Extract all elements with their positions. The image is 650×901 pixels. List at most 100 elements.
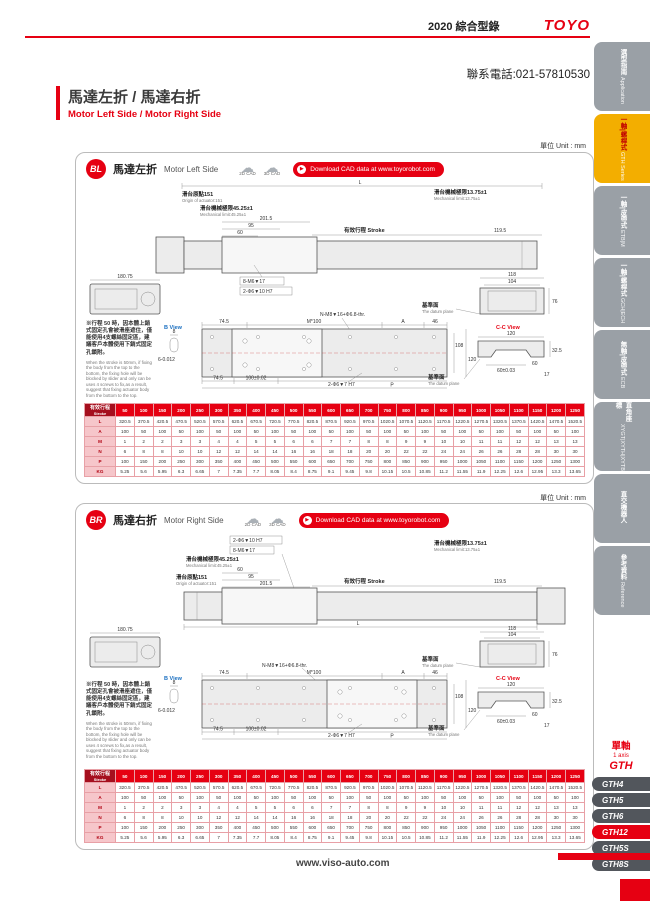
table-cell: 450 <box>246 822 266 833</box>
model-nav-item[interactable]: GTH5 <box>592 793 650 808</box>
table-cell: 50 <box>283 426 304 437</box>
model-nav-item[interactable]: GTH8S <box>592 857 650 872</box>
stroke-col-header: 300 <box>208 769 229 783</box>
dim-95: 95 <box>248 574 254 580</box>
dim-m100: M*100 <box>307 319 322 325</box>
download-cad-button[interactable]: ▶ Download CAD data at www.toyorobot.com <box>298 512 450 528</box>
sidebar-tab[interactable]: 一軸|螺桿式 GCH|ECH <box>594 258 650 327</box>
table-cell: 50 <box>133 792 154 803</box>
table-cell: 18 <box>321 446 341 457</box>
table-cell: 2 <box>133 436 154 447</box>
sidebar-tab[interactable]: 一軸|螺桿式 GTH Series <box>594 114 650 183</box>
sidebar-tab[interactable]: 直角座標 XYGT|XYTH|XYTB <box>594 402 650 471</box>
table-cell: 1020.5 <box>377 416 398 427</box>
stroke-col-header: 900 <box>433 769 454 783</box>
cad-2d-label: 2D CAD <box>239 171 256 177</box>
table-cell: 50 <box>208 792 229 803</box>
cad-3d-label: 3D CAD <box>263 171 281 177</box>
table-cell: 820.5 <box>302 782 323 793</box>
callout-m6: 8-M6▼17 <box>233 548 255 554</box>
sidebar-tab[interactable]: 一軸|皮帶式 ETB|M <box>594 186 650 255</box>
table-cell: 1370.5 <box>508 782 529 793</box>
panel-title-zh: 馬達左折 <box>113 164 157 176</box>
stroke-col-header: 900 <box>433 403 454 417</box>
page-title-zh: 馬達左折 / 馬達右折 <box>68 89 201 106</box>
table-cell: 22 <box>415 812 435 823</box>
table-cell: 50 <box>433 792 454 803</box>
callout-dowel-bottom: 2-Φ6▼7 H7 <box>328 733 355 739</box>
sidebar-tab[interactable]: 參考資料 Reference <box>594 546 650 615</box>
sidebar-tab[interactable]: 直交機器人 <box>594 474 650 543</box>
sidebar-tab[interactable]: 選型指南 Application <box>594 42 650 111</box>
table-cell: 7 <box>208 466 229 477</box>
stroke-col-header: 650 <box>340 769 360 783</box>
table-cell: 1170.5 <box>433 416 454 427</box>
table-cell: 6 <box>283 436 304 447</box>
table-cell: 8 <box>133 446 154 457</box>
table-cell: 1420.5 <box>527 782 548 793</box>
table-cell: 100 <box>490 426 510 437</box>
cad-3d-button[interactable]: ☁ 3D CAD <box>264 161 281 177</box>
model-label: GTH6 <box>602 811 624 821</box>
note-zh: ※行程 50 時，因本體上銷式固定孔會被滑座遮住，僅能使用4支螺絲固定區，建議客… <box>86 682 153 717</box>
cad-2d-button[interactable]: ☁ 2D CAD <box>245 512 262 528</box>
cad-3d-button[interactable]: ☁ 3D CAD <box>269 512 286 528</box>
table-cell: 770.5 <box>283 782 304 793</box>
unit-label-br: 單位 Unit : mm <box>540 495 586 502</box>
table-cell: 900 <box>415 456 435 467</box>
model-nav-item[interactable]: GTH5S <box>592 841 650 856</box>
mech-limit-left-zh: 滑台機械極限45.25±1 <box>186 555 239 563</box>
download-cad-button[interactable]: ▶ Download CAD data at www.toyorobot.com <box>293 161 444 177</box>
table-cell: 28 <box>508 812 529 823</box>
sidebar-tab[interactable]: 無軸|皮帶式 ECB <box>594 330 650 399</box>
table-cell: 9 <box>415 436 435 447</box>
table-cell: 420.5 <box>152 416 173 427</box>
table-cell: 9 <box>396 802 416 813</box>
dim-m100: M*100 <box>307 670 322 676</box>
table-cell: 820.5 <box>302 416 323 427</box>
row-header: L <box>84 782 116 793</box>
model-nav-item[interactable]: GTH12 <box>592 825 650 840</box>
dim-74-5-top: 74.5 <box>219 319 229 325</box>
dim-32-5: 32.5 <box>552 699 562 705</box>
table-cell: 22 <box>396 446 416 457</box>
table-cell: 50 <box>433 426 454 437</box>
table-cell: 8 <box>152 446 173 457</box>
table-cell: 1120.5 <box>415 782 435 793</box>
page-title: 馬達左折 / 馬達右折 Motor Left Side / Motor Righ… <box>56 86 221 120</box>
table-cell: 50 <box>321 426 341 437</box>
dim-95: 95 <box>248 223 254 229</box>
table-cell: 2 <box>133 802 154 813</box>
table-cell: 50 <box>246 426 266 437</box>
table-cell: 1070.5 <box>396 416 416 427</box>
cad-2d-button[interactable]: ☁ 2D CAD <box>239 161 256 177</box>
footer-url[interactable]: www.viso-auto.com <box>296 858 390 869</box>
model-group-header: 單軸 1 axis GTH <box>592 741 650 772</box>
dim-A: A <box>401 670 405 676</box>
table-cell: 1000 <box>452 822 473 833</box>
stroke-col-header: 1000 <box>471 769 491 783</box>
stroke-col-header: 150 <box>152 403 173 417</box>
table-cell: 16 <box>302 812 323 823</box>
table-cell: 5 <box>265 436 285 447</box>
stroke-col-header: 600 <box>321 769 341 783</box>
table-cell: 18 <box>340 812 360 823</box>
model-nav-item[interactable]: GTH6 <box>592 809 650 824</box>
table-cell: 12.6 <box>508 466 529 477</box>
table-cell: 16 <box>283 446 304 457</box>
mech-limit-right-zh: 滑台機械極限13.75±1 <box>434 188 487 196</box>
table-cell: 6 <box>283 802 304 813</box>
model-nav-item[interactable]: GTH4 <box>592 777 650 792</box>
stroke-50-note: ※行程 50 時，因本體上銷式固定孔會被滑座遮住，僅能使用4支螺絲固定區，建議客… <box>86 682 152 759</box>
b-view-title: B View <box>164 676 183 682</box>
table-cell: 11 <box>490 436 510 447</box>
bl-b-view: B View 8 6-0.012 <box>158 325 183 363</box>
stroke-50-note: ※行程 50 時，因本體上銷式固定孔會被滑座遮住，僅能使用4支螺絲固定區，建議客… <box>86 321 152 398</box>
stroke-col-header: 800 <box>396 403 416 417</box>
row-header: N <box>84 812 116 823</box>
table-cell: 550 <box>283 822 304 833</box>
dim-17: 17 <box>544 723 550 729</box>
sidebar-tab-label-en: Reference <box>619 581 625 608</box>
table-cell: 8 <box>152 812 173 823</box>
panel-title-en: Motor Left Side <box>164 164 219 174</box>
